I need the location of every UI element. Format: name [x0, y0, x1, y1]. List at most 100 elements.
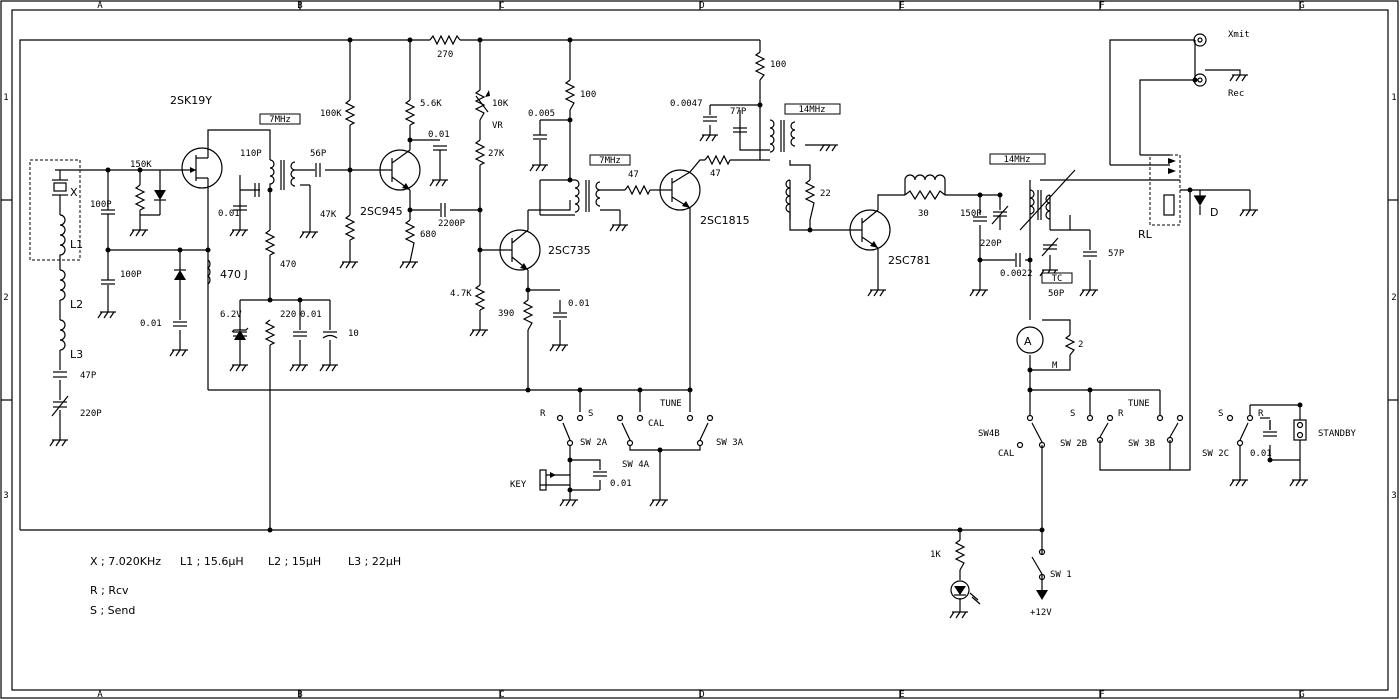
resistor-30 — [904, 189, 946, 201]
label-r47k: 47K — [320, 210, 337, 220]
sw1-label: SW 1 — [1050, 570, 1072, 580]
ground-icon — [469, 329, 488, 337]
ground-icon — [1229, 479, 1248, 487]
transformer-7mhz-a-sec — [290, 161, 296, 187]
resistor-100-a — [564, 79, 576, 111]
note-l1: L1 ; 15.6μH — [180, 555, 244, 568]
label-xtal: X — [70, 186, 78, 199]
resistor-10k — [474, 89, 486, 121]
label-c100p-b: 100P — [120, 270, 142, 280]
ground-icon — [559, 499, 578, 507]
tag-7mhz-a: 7MHz — [269, 115, 291, 125]
ground-icon — [1229, 74, 1248, 82]
label-c00047: 0.0047 — [670, 99, 703, 109]
cap-150p — [973, 216, 987, 222]
cap-tc-trimmer — [1041, 237, 1059, 257]
col-label-g-bottom: G — [1299, 690, 1304, 700]
label-c10: 10 — [348, 329, 359, 339]
ground-icon — [299, 231, 318, 239]
cap-47p — [53, 371, 67, 378]
standby-jack-icon — [1293, 419, 1307, 441]
cap-220p-b — [991, 205, 1009, 230]
transformer-14mhz-b-sec — [1045, 194, 1051, 220]
ground-icon — [867, 289, 886, 297]
col-label-a-bottom: A — [97, 690, 103, 700]
key-jack-icon — [539, 469, 570, 491]
wiring — [19, 39, 1301, 612]
label-c0005: 0.005 — [528, 109, 555, 119]
resistor-1k — [954, 539, 966, 571]
label-r390: 390 — [498, 309, 514, 319]
cap-001-f — [553, 312, 567, 318]
row-label-3-right: 3 — [1391, 491, 1396, 501]
cap-001-a — [173, 321, 187, 327]
ground-icon — [169, 349, 188, 357]
label-meter: A — [1024, 335, 1032, 348]
label-c001-c: 0.01 — [428, 130, 450, 140]
label-r2: 2 — [1078, 340, 1083, 350]
rec-connector-icon — [1193, 73, 1207, 87]
label-xmit: Xmit — [1228, 30, 1250, 40]
sw4a-cal-label: CAL — [648, 419, 664, 429]
label-meter-m: M — [1052, 361, 1058, 371]
label-2sc781: 2SC781 — [888, 254, 931, 267]
note-l3: L3 ; 22μH — [348, 555, 401, 568]
tag-7mhz-b: 7MHz — [599, 156, 621, 166]
row-label-2-right: 2 — [1391, 293, 1396, 303]
col-label-f: F — [1099, 1, 1104, 11]
grounds — [49, 74, 1308, 619]
label-r680: 680 — [420, 230, 436, 240]
transformer-14mhz-b-pri — [1029, 189, 1035, 215]
ground-icon — [399, 261, 418, 269]
col-label-e: E — [899, 1, 904, 11]
resistor-5k6 — [404, 99, 416, 126]
label-c001-d: 0.01 — [300, 310, 322, 320]
note-rcv: R ; Rcv — [90, 584, 129, 597]
sw2a-s-label: S — [588, 409, 593, 419]
crystal-block — [29, 159, 81, 261]
sw2c-label: SW 2C — [1202, 449, 1229, 459]
transistor-2sc1815 — [659, 169, 701, 211]
row-label-1-right: 1 — [1391, 93, 1396, 103]
label-c57p: 57P — [1108, 249, 1125, 259]
resistor-2 — [1064, 334, 1076, 356]
label-diode-d: D — [1210, 206, 1218, 219]
cap-0005 — [533, 120, 547, 140]
ground-icon — [819, 144, 838, 152]
label-c220p: 220P — [80, 409, 102, 419]
cap-001-e — [293, 331, 307, 337]
sw4b-cal-label: CAL — [998, 449, 1014, 459]
ground-icon — [699, 134, 718, 142]
col-label-c-bottom: C — [499, 690, 504, 700]
ground-icon — [229, 364, 248, 372]
ground-icon — [609, 224, 628, 232]
note-l2: L2 ; 15μH — [268, 555, 321, 568]
resistor-220 — [264, 319, 276, 346]
fet-2sk19y — [181, 145, 223, 190]
sw2a-r-label: R — [540, 409, 546, 419]
inductor-22-coil — [785, 179, 791, 220]
sw3b-tune-label: TUNE — [1128, 399, 1150, 409]
resistor-100-b — [754, 51, 766, 81]
sw3a-label: SW 3A — [716, 438, 744, 448]
transformer-7mhz-b-sec — [595, 181, 601, 207]
col-label-b: B — [297, 1, 302, 11]
label-c110p: 110P — [240, 149, 262, 159]
ground-icon — [339, 261, 358, 269]
ground-icon — [529, 164, 548, 172]
label-2sc945: 2SC945 — [360, 205, 403, 218]
col-label-g: G — [1299, 1, 1304, 11]
label-r1k: 1K — [930, 550, 941, 560]
transistors — [181, 145, 891, 271]
label-relay: RL — [1138, 228, 1153, 241]
ground-icon — [1239, 209, 1258, 217]
label-r22: 22 — [820, 189, 831, 199]
transistor-2sc781 — [849, 209, 891, 251]
note-crystal: X ; 7.020KHz — [90, 555, 161, 568]
freq-tags: 7MHz 7MHz 14MHz 14MHz TC — [259, 103, 1073, 284]
cap-2200p — [440, 203, 446, 217]
label-l1: L1 — [70, 238, 83, 251]
component-labels: 2SK19Y 2SC945 2SC735 2SC1815 2SC781 270 … — [70, 30, 1357, 618]
sw4a-label: SW 4A — [622, 460, 650, 470]
